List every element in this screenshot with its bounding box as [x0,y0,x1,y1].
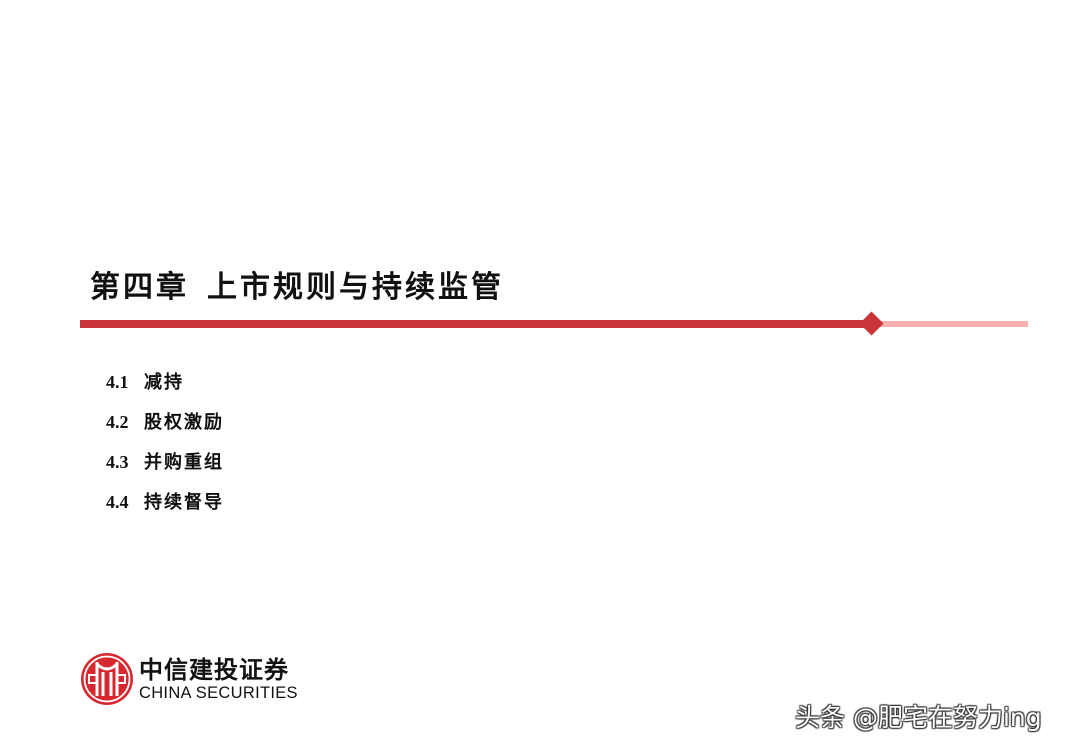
toc-item-number: 4.4 [106,492,129,512]
watermark: 头条 @肥宅在努力ing [795,703,1042,732]
divider-rule-dark [80,320,872,328]
toc-item-label: 并购重组 [144,452,224,473]
toc-item-label: 股权激励 [144,412,224,433]
table-of-contents: 4.1 减持 4.2 股权激励 4.3 并购重组 4.4 持续督导 [106,368,224,528]
logo-name-cn: 中信建投证券 [139,656,289,684]
toc-item: 4.1 减持 [106,368,224,408]
chapter-name: 上市规则与持续监管 [207,270,504,305]
toc-item-number: 4.3 [106,452,129,472]
toc-item-label: 减持 [144,372,184,393]
toc-item: 4.3 并购重组 [106,448,224,488]
chapter-label: 第四章 [90,270,189,305]
divider-diamond-icon [859,311,884,336]
toc-item: 4.2 股权激励 [106,408,224,448]
toc-item: 4.4 持续督导 [106,488,224,528]
toc-item-label: 持续督导 [144,492,224,513]
divider-rule-light [872,321,1028,327]
chapter-title: 第四章上市规则与持续监管 [90,262,504,306]
company-logo: 中信建投证券 CHINA SECURITIES [80,652,298,706]
citic-logo-icon [81,653,133,705]
toc-item-number: 4.2 [106,412,129,432]
toc-item-number: 4.1 [106,372,129,392]
logo-name-en: CHINA SECURITIES [139,684,298,702]
